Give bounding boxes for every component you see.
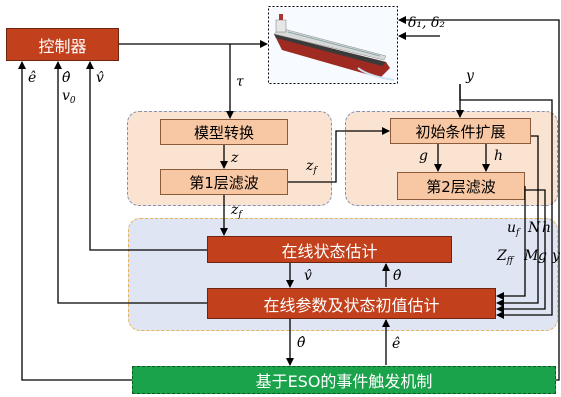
- label-g: g: [419, 148, 428, 164]
- arrow-vhat-left: [90, 62, 207, 250]
- label-h-right: h: [542, 220, 551, 236]
- label-thetahat-mid: θ̂: [393, 268, 402, 284]
- label-thetahat-bottom: θ̂: [297, 335, 306, 351]
- label-ehat-left: ê: [28, 70, 36, 86]
- label-zf-right: zf: [305, 158, 318, 176]
- arrow-ehat-left: [22, 62, 132, 380]
- label-thetahat-left: θ̂: [62, 70, 71, 86]
- label-y-right: y: [551, 248, 561, 264]
- arrow-zf-right: [288, 131, 389, 182]
- label-zff: Zff: [496, 248, 515, 266]
- label-tau: τ: [236, 74, 244, 90]
- line-uf-zff: [497, 186, 525, 296]
- label-N: N: [527, 220, 541, 236]
- line-eso-to-ship: [399, 20, 559, 380]
- arrow-thetahat-left: [58, 62, 207, 303]
- label-z: z: [230, 150, 239, 166]
- label-h: h: [494, 148, 503, 164]
- label-vhat-left: v̂: [96, 70, 104, 86]
- label-uf: uf: [507, 220, 521, 238]
- label-g-right: g: [538, 248, 547, 264]
- label-M: M: [523, 248, 539, 264]
- label-y: y: [465, 68, 475, 84]
- label-delta: δ₁, δ₂: [408, 15, 445, 31]
- label-zf-down: zf: [230, 202, 243, 220]
- label-ehat-bottom: ê: [392, 336, 400, 352]
- label-vhat-mid: v̂: [304, 268, 312, 284]
- label-v0: v0: [62, 88, 76, 106]
